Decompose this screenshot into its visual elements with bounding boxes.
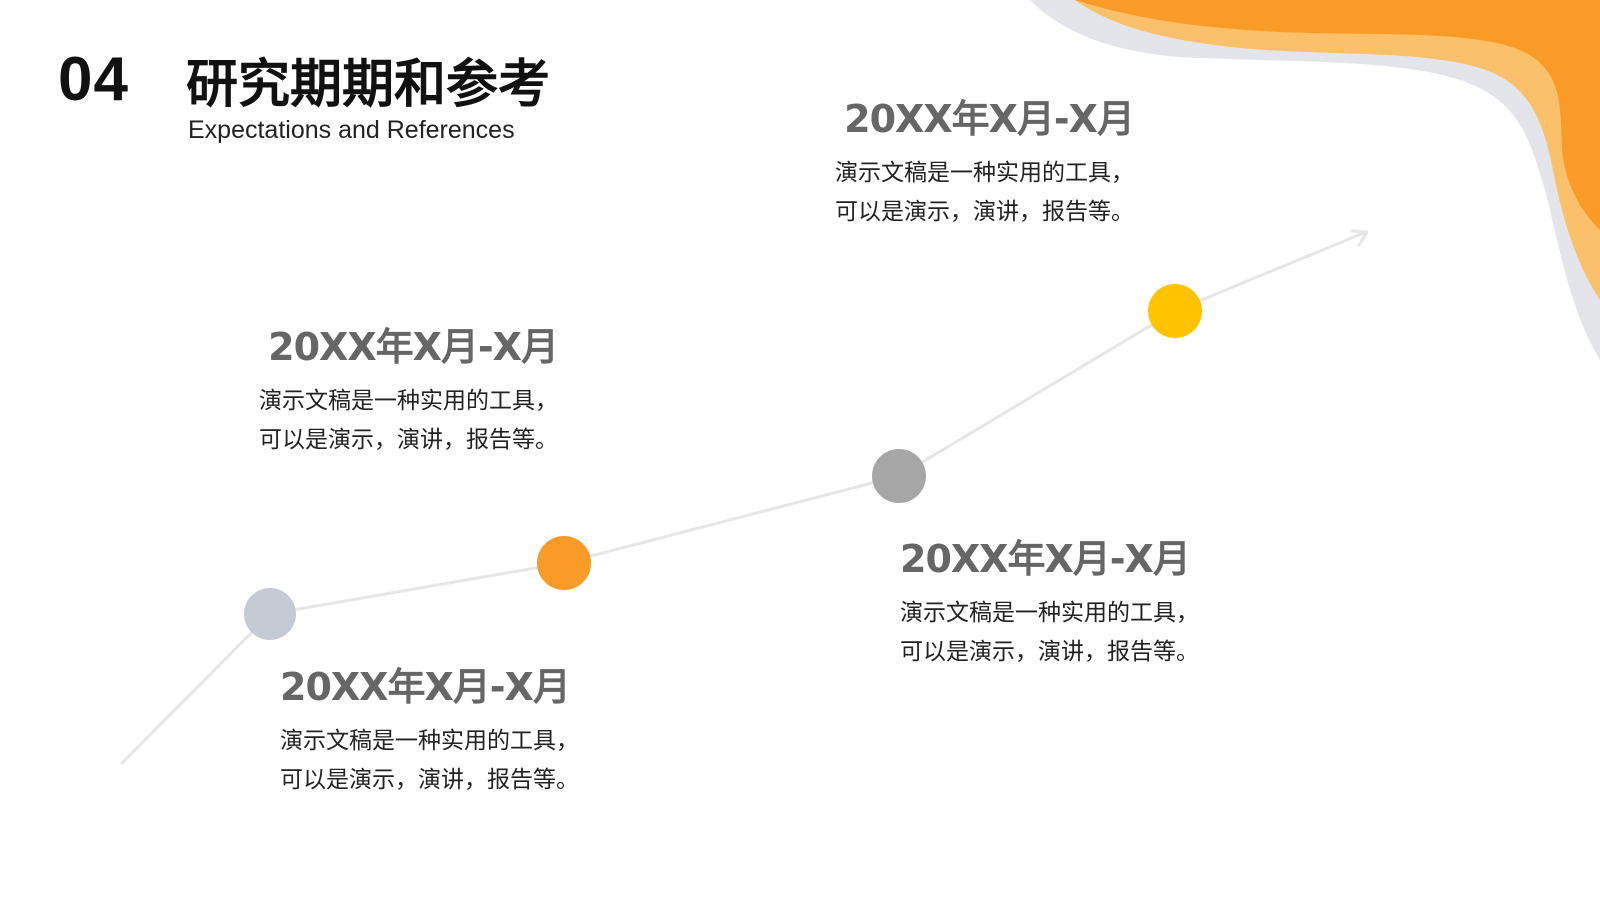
- milestone-2: 20XX年X月-X月 演示文稿是一种实用的工具，可以是演示，演讲，报告等。: [238, 324, 559, 460]
- milestone-description: 演示文稿是一种实用的工具，可以是演示，演讲，报告等。: [259, 388, 558, 453]
- milestone-date: 20XX年X月-X月: [900, 537, 1191, 581]
- arrow-head-icon: [1350, 229, 1369, 247]
- wave-orange-shape: [1075, 0, 1600, 230]
- milestone-3: 20XX年X月-X月 演示文稿是一种实用的工具，可以是演示，演讲，报告等。: [900, 536, 1220, 672]
- milestone-description: 演示文稿是一种实用的工具，可以是演示，演讲，报告等。: [835, 160, 1134, 225]
- milestone-4: 20XX年X月-X月 演示文稿是一种实用的工具，可以是演示，演讲，报告等。: [814, 96, 1135, 232]
- page-title: 研究期期和参考: [186, 55, 551, 115]
- milestone-description: 演示文稿是一种实用的工具，可以是演示，演讲，报告等。: [900, 600, 1199, 665]
- timeline-node-4: [1148, 284, 1202, 338]
- timeline-node-1: [244, 588, 296, 640]
- page-subtitle: Expectations and References: [188, 116, 515, 144]
- section-number: 04: [58, 45, 129, 114]
- milestone-1: 20XX年X月-X月 演示文稿是一种实用的工具，可以是演示，演讲，报告等。: [280, 664, 600, 800]
- milestone-description: 演示文稿是一种实用的工具，可以是演示，演讲，报告等。: [280, 728, 579, 793]
- milestone-date: 20XX年X月-X月: [280, 665, 571, 709]
- milestone-date: 20XX年X月-X月: [268, 325, 559, 369]
- milestone-date: 20XX年X月-X月: [844, 97, 1135, 141]
- timeline-node-2: [537, 536, 591, 590]
- timeline-node-3: [872, 449, 926, 503]
- timeline-line: [120, 230, 1368, 765]
